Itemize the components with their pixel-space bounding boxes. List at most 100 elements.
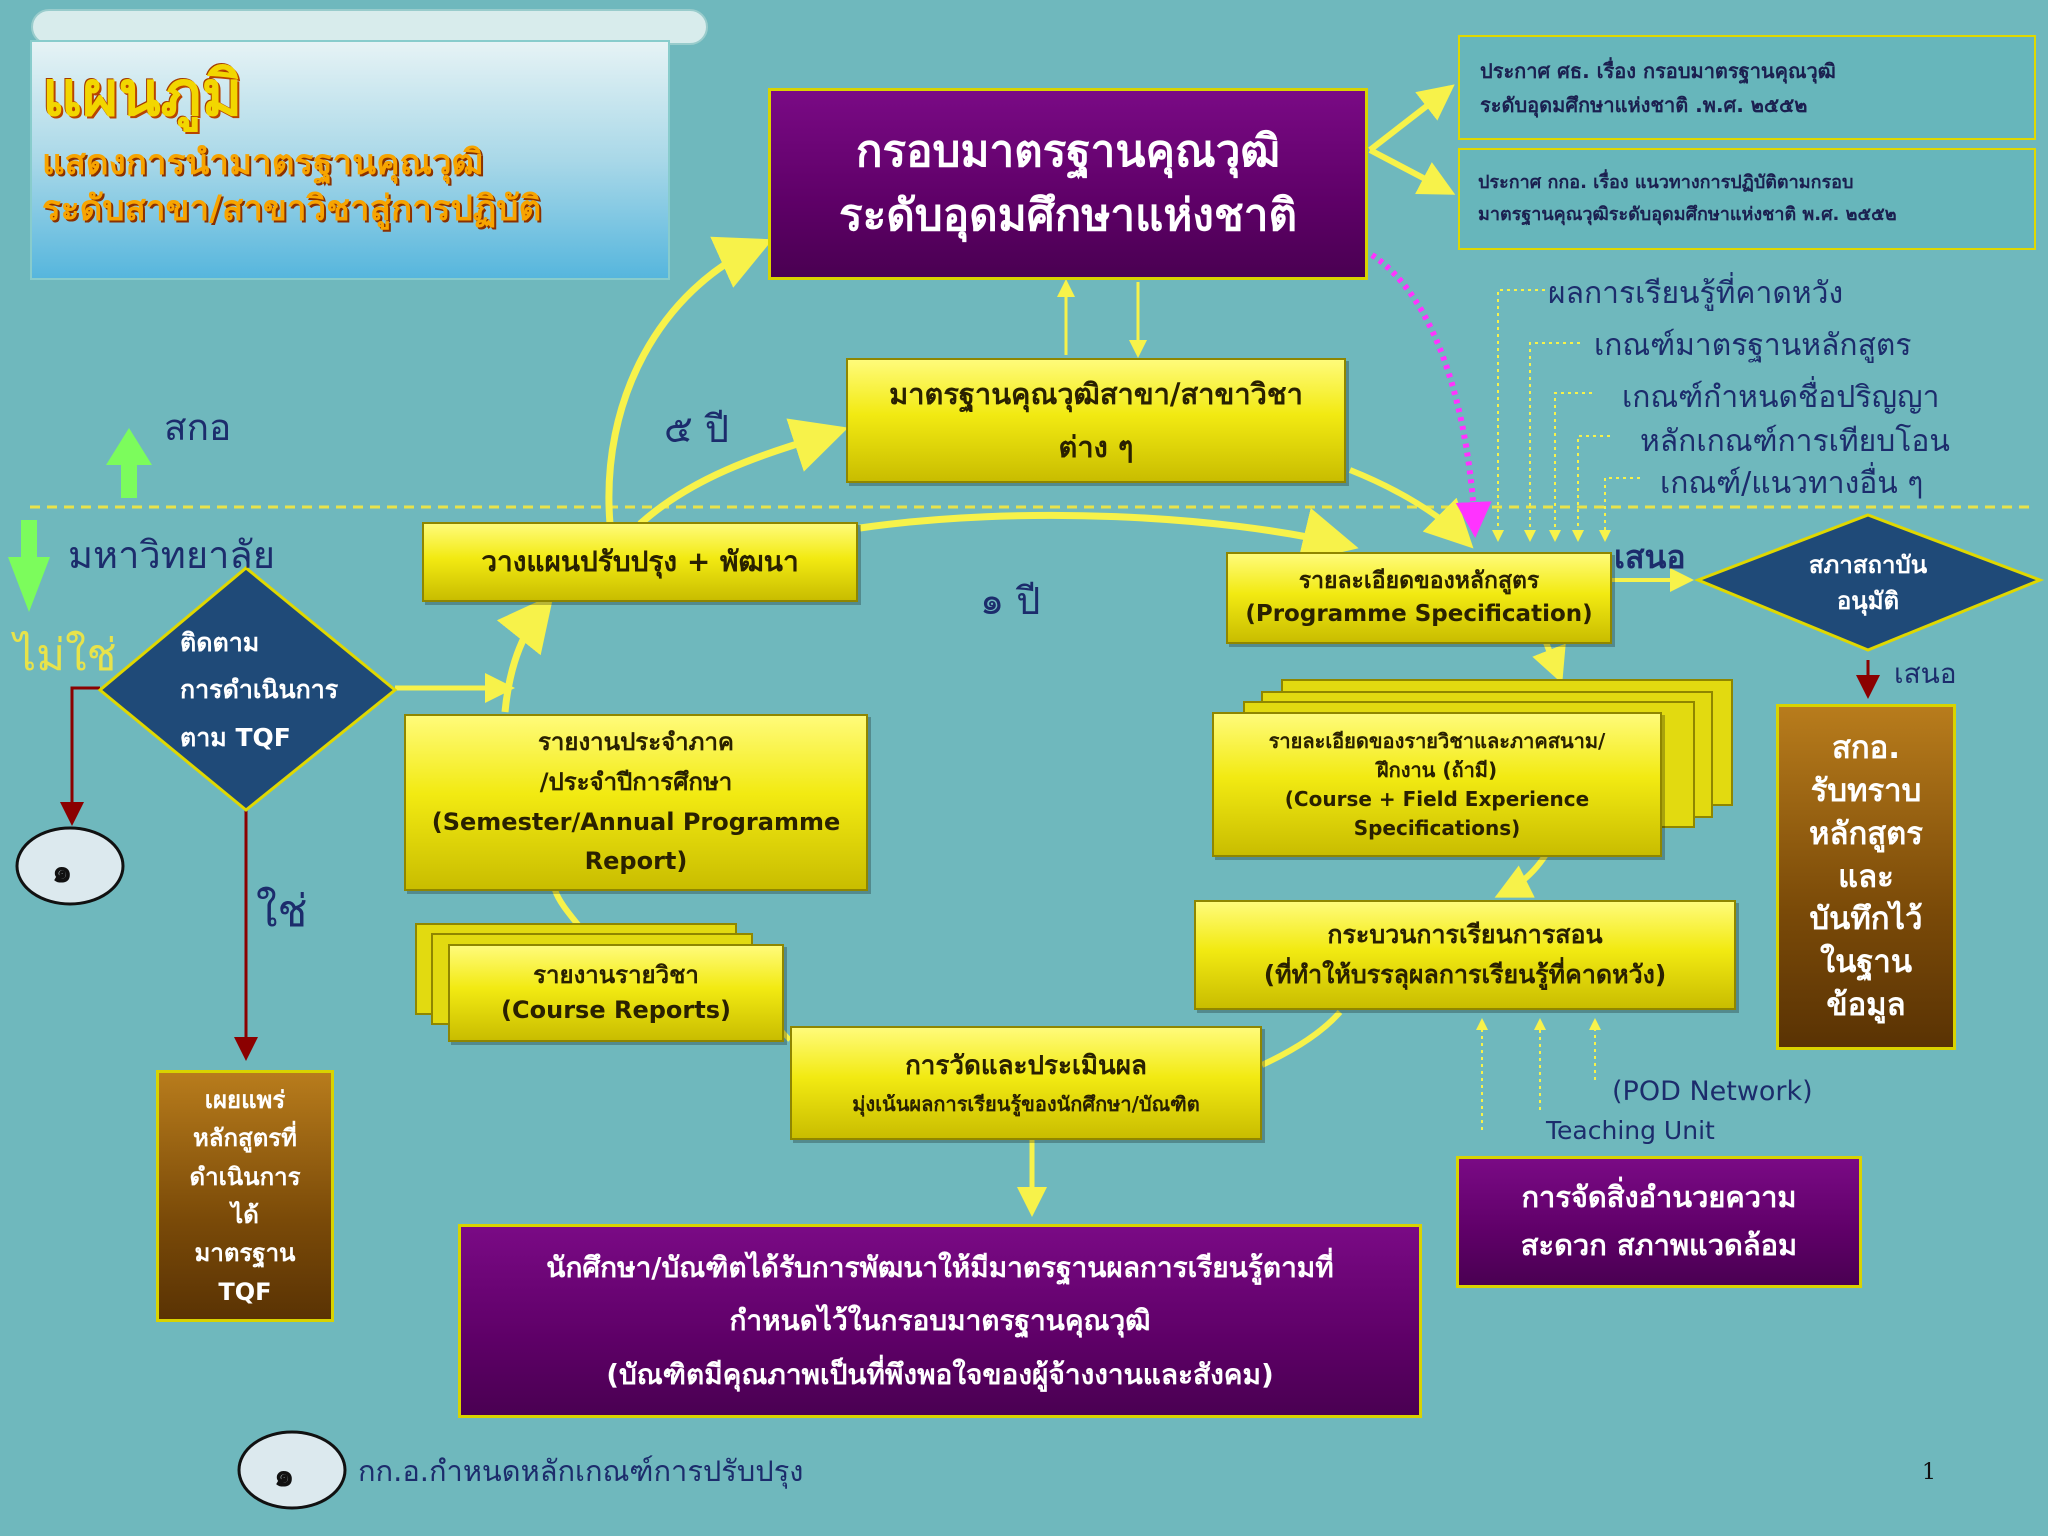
arrow-report-to-plan: [496, 594, 554, 713]
semester-report-box: รายงานประจำภาค /ประจำปีการศึกษา (Semeste…: [404, 714, 868, 891]
title-sub-2: ระดับสาขา/สาขาวิชาสู่การปฏิบัติ: [42, 187, 542, 229]
assessment-line2: มุ่งเน้นผลการเรียนรู้ของนักศึกษา/บัณฑิต: [852, 1091, 1200, 1116]
announcement-1: ประกาศ ศธ. เรื่อง กรอบมาตรฐานคุณวุฒิ ระด…: [1458, 35, 2036, 140]
council-line1: สภาสถาบัน: [1808, 551, 1928, 579]
course-reports-line1: รายงานรายวิชา: [533, 961, 699, 990]
semester-report-line4: Report): [584, 847, 688, 876]
no-label: ไม่ใช่: [14, 630, 117, 681]
teaching-unit-label: Teaching Unit: [1546, 1116, 1715, 1145]
course-spec-line4: Specifications): [1353, 815, 1521, 840]
monitor-line3: ตาม TQF: [180, 722, 291, 752]
criteria-connectors: [1492, 289, 1640, 542]
council-line2: อนุมัติ: [1836, 587, 1900, 615]
announcement-1-line2: ระดับอุดมศึกษาแห่งชาติ .พ.ศ. ๒๕๕๒: [1480, 92, 1808, 117]
title-main: แผนภูมิ: [42, 57, 243, 130]
pod-network-label: (POD Network): [1612, 1076, 1813, 1107]
field-standard-line1: มาตรฐานคุณวุฒิสาขา/สาขาวิชา: [889, 377, 1303, 412]
ohec-line-1: สกอ.: [1831, 730, 1901, 767]
page-number: 1: [1922, 1460, 1936, 1485]
announcement-2-line2: มาตรฐานคุณวุฒิระดับอุดมศึกษาแห่งชาติ พ.ศ…: [1478, 204, 1897, 225]
field-standard-line2: ต่าง ๆ: [1058, 429, 1134, 464]
announcement-1-line1: ประกาศ ศธ. เรื่อง กรอบมาตรฐานคุณวุฒิ: [1480, 58, 1836, 83]
publish-line-3: ดำเนินการ: [189, 1162, 301, 1191]
criteria-item-2: เกณฑ์มาตรฐานหลักสูตร: [1594, 328, 1912, 363]
publish-box: เผยแพร่ หลักสูตรที่ ดำเนินการ ได้ มาตรฐา…: [156, 1070, 334, 1322]
teaching-process-line1: กระบวนการเรียนการสอน: [1327, 920, 1603, 949]
support-connectors: [1476, 1018, 1601, 1130]
arrow-plan-to-programme: [859, 507, 1359, 563]
tqf-line-1: กรอบมาตรฐานคุณวุฒิ: [855, 126, 1281, 178]
semester-report-line1: รายงานประจำภาค: [538, 728, 734, 757]
course-reports-line2: (Course Reports): [501, 996, 731, 1024]
footnote-number: ๑: [274, 1456, 295, 1494]
level-university-label: มหาวิทยาลัย: [68, 533, 275, 577]
tqf-line-2: ระดับอุดมศึกษาแห่งชาติ: [838, 190, 1298, 241]
propose-label-1: เสนอ: [1614, 538, 1686, 576]
council-approve-label: สภาสถาบัน อนุมัติ: [1750, 548, 1986, 618]
monitor-line2: การดำเนินการ: [180, 675, 339, 705]
announcement-2: ประกาศ กกอ. เรื่อง แนวทางการปฏิบัติตามกร…: [1458, 148, 2036, 250]
publish-line-2: หลักสูตรที่: [192, 1124, 297, 1153]
monitor-label: ติดตาม การดำเนินการ ตาม TQF: [150, 620, 350, 760]
course-spec-line2: ฝึกงาน (ถ้ามี): [1376, 757, 1498, 782]
facilities-line2: สะดวก สภาพแวดล้อม: [1520, 1228, 1798, 1262]
yes-label: ใช่: [256, 886, 308, 937]
circle-one-left: [15, 826, 125, 906]
monitor-line1: ติดตาม: [180, 627, 260, 657]
green-up-arrow: [106, 428, 152, 498]
course-spec-line1: รายละเอียดของรายวิชาและภาคสนาม/: [1268, 728, 1606, 753]
criteria-item-3: เกณฑ์กำหนดชื่อปริญญา: [1622, 380, 1940, 415]
semester-report-line3: (Semester/Annual Programme: [431, 807, 841, 836]
criteria-item-4: หลักเกณฑ์การเทียบโอน: [1640, 424, 1950, 459]
footnote-text: กก.อ.กำหนดหลักเกณฑ์การปรับปรุง: [358, 1454, 804, 1488]
publish-line-4: ได้: [231, 1201, 259, 1229]
course-reports-box: รายงานรายวิชา (Course Reports): [448, 944, 784, 1042]
arrow-plan-to-field: [637, 418, 849, 527]
assessment-box: การวัดและประเมินผล มุ่งเน้นผลการเรียนรู้…: [790, 1026, 1262, 1140]
title-banner: แผนภูมิ แสดงการนำมาตรฐานคุณวุฒิ ระดับสาข…: [30, 40, 670, 280]
monitor-diamond: [97, 566, 398, 812]
announcement-2-line1: ประกาศ กกอ. เรื่อง แนวทางการปฏิบัติตามกร…: [1478, 171, 1854, 193]
teaching-process-line2: (ที่ทำให้บรรลุผลการเรียนรู้ที่คาดหวัง): [1263, 960, 1667, 989]
plan-improve-label: วางแผนปรับปรุง + พัฒนา: [481, 545, 799, 578]
ohec-record-box: สกอ. รับทราบ หลักสูตร และ บันทึกไว้ ในฐา…: [1776, 704, 1956, 1050]
facilities-line1: การจัดสิ่งอำนวยความ: [1521, 1180, 1797, 1215]
circle-one-footnote: [237, 1430, 347, 1510]
propose-label-2: เสนอ: [1894, 657, 1957, 690]
arrow-tqf-to-programme: [1370, 252, 1492, 538]
title-scroll-top: [31, 9, 708, 45]
arrow-tqf-to-announce1: [1368, 84, 1455, 153]
green-down-arrow: [8, 520, 50, 612]
publish-line-1: เผยแพร่: [204, 1085, 286, 1114]
programme-spec-box: รายละเอียดของหลักสูตร (Programme Specifi…: [1226, 552, 1612, 644]
ohec-line-2: รับทราบ: [1810, 773, 1922, 810]
field-standard-box: มาตรฐานคุณวุฒิสาขา/สาขาวิชา ต่าง ๆ: [846, 358, 1346, 483]
arrow-tqf-to-announce2: [1368, 147, 1456, 195]
ohec-line-6: ในฐาน: [1819, 944, 1913, 981]
publish-line-5: มาตรฐาน: [194, 1239, 296, 1268]
ohec-line-4: และ: [1838, 858, 1894, 895]
facilities-box: การจัดสิ่งอำนวยความ สะดวก สภาพแวดล้อม: [1456, 1156, 1862, 1288]
graduate-outcome-line2: กำหนดไว้ในกรอบมาตรฐานคุณวุฒิ: [729, 1304, 1151, 1338]
five-year-label: ๕ ปี: [664, 407, 729, 451]
council-diamond: [1693, 513, 2045, 652]
graduate-outcome-line1: นักศึกษา/บัณฑิตได้รับการพัฒนาให้มีมาตรฐา…: [546, 1251, 1334, 1285]
programme-spec-line1: รายละเอียดของหลักสูตร: [1298, 567, 1540, 594]
programme-spec-line2: (Programme Specification): [1245, 601, 1593, 627]
title-sub-1: แสดงการนำมาตรฐานคุณวุฒิ: [42, 142, 484, 184]
tqf-framework-box: กรอบมาตรฐานคุณวุฒิ ระดับอุดมศึกษาแห่งชาต…: [768, 88, 1368, 280]
assessment-line1: การวัดและประเมินผล: [905, 1051, 1147, 1082]
graduate-outcome-line3: (บัณฑิตมีคุณภาพเป็นที่พึงพอใจของผู้จ้างง…: [606, 1357, 1274, 1391]
ohec-line-5: บันทึกไว้: [1809, 901, 1923, 938]
one-year-label: ๑ ปี: [980, 579, 1041, 623]
semester-report-line2: /ประจำปีการศึกษา: [539, 767, 733, 796]
arrow-teaching-to-assessment: [1260, 1010, 1343, 1068]
circle-one-left-number: ๑: [52, 852, 73, 890]
criteria-item-5: เกณฑ์/แนวทางอื่น ๆ: [1660, 466, 1924, 501]
arrow-field-to-programme: [1348, 467, 1474, 549]
teaching-process-box: กระบวนการเรียนการสอน (ที่ทำให้บรรลุผลการ…: [1194, 900, 1736, 1010]
ohec-line-3: หลักสูตร: [1809, 815, 1923, 852]
arrow-plan-to-tqf: [605, 236, 773, 525]
criteria-item-1: ผลการเรียนรู้ที่คาดหวัง: [1548, 276, 1844, 311]
graduate-outcome-box: นักศึกษา/บัณฑิตได้รับการพัฒนาให้มีมาตรฐา…: [458, 1224, 1422, 1418]
